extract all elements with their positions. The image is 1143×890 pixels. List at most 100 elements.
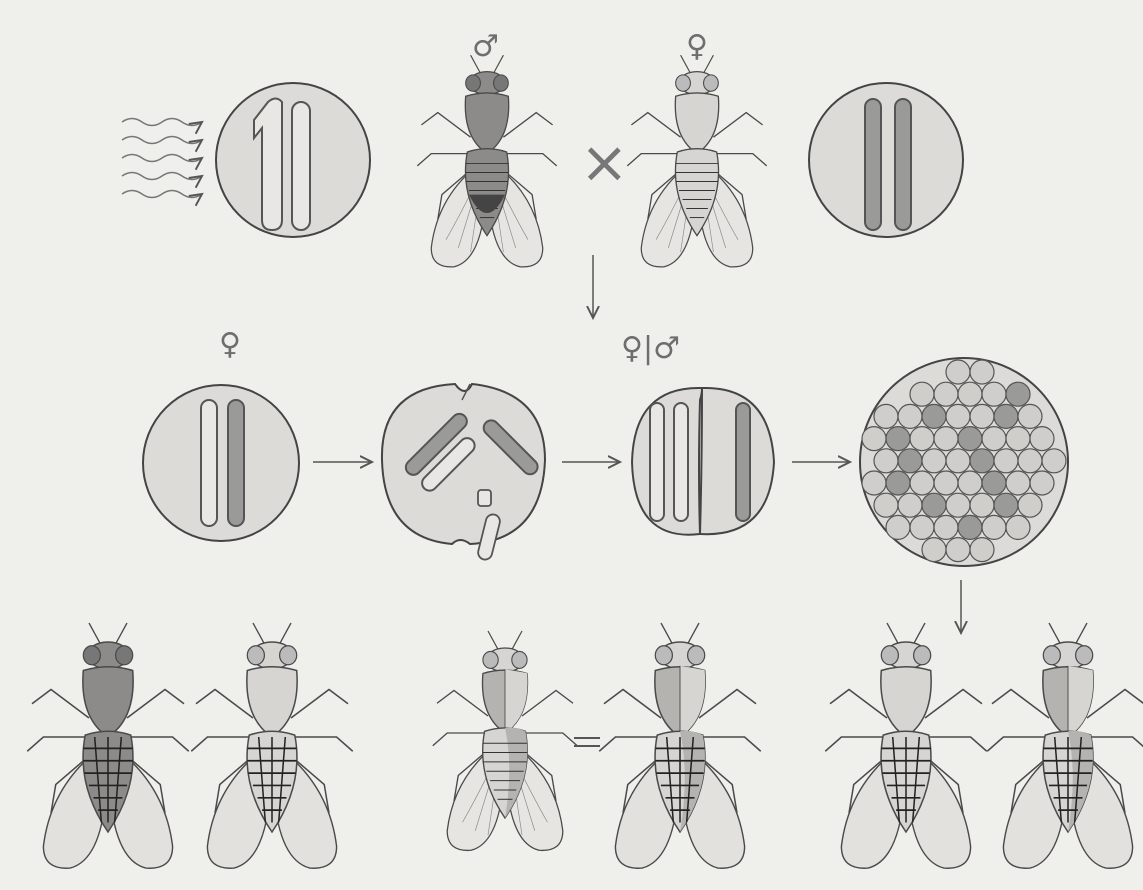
fly-leg xyxy=(715,154,767,166)
parent-fly-male xyxy=(417,55,556,267)
twin-cells xyxy=(632,388,774,535)
fly-leg xyxy=(1089,737,1143,751)
clone-cell xyxy=(970,404,994,428)
clone-cell-mass xyxy=(860,358,1068,566)
fly-leg xyxy=(127,690,184,719)
clone-cell xyxy=(910,427,934,451)
clone-cell xyxy=(1006,515,1030,539)
clone-cell xyxy=(874,493,898,517)
fly-leg xyxy=(196,690,253,719)
fly-eye xyxy=(247,646,264,665)
parent-fly-female xyxy=(627,55,766,267)
clone-cell xyxy=(922,538,946,562)
clone-cell xyxy=(934,471,958,495)
fly-leg xyxy=(129,737,189,751)
fly-eye xyxy=(83,646,100,665)
fly-eye xyxy=(483,651,498,668)
clone-cell xyxy=(1030,471,1054,495)
fly-leg xyxy=(522,691,573,717)
fly-eye xyxy=(116,646,133,665)
clone-cell xyxy=(970,493,994,517)
cross-symbol: × xyxy=(580,128,629,196)
clone-cell xyxy=(1006,382,1030,406)
clone-cell xyxy=(946,360,970,384)
clone-cell xyxy=(1006,471,1030,495)
clone-cell xyxy=(886,471,910,495)
female-symbol-top: ♀ xyxy=(686,29,708,64)
dividing-cell xyxy=(382,384,545,561)
fly-eye xyxy=(914,646,931,665)
clone-cell xyxy=(1042,449,1066,473)
fly-leg xyxy=(421,113,470,138)
clone-cell xyxy=(946,449,970,473)
equals-sign xyxy=(574,738,600,746)
clone-cell xyxy=(862,427,886,451)
fly-leg xyxy=(992,690,1049,719)
clone-cell xyxy=(874,404,898,428)
clone-cell xyxy=(994,449,1018,473)
clone-cell xyxy=(1018,404,1042,428)
clone-cell xyxy=(1030,427,1054,451)
clone-cell xyxy=(886,427,910,451)
clone-cell xyxy=(982,427,1006,451)
clone-cell xyxy=(910,471,934,495)
fly-leg xyxy=(825,737,885,751)
fly-leg xyxy=(191,737,251,751)
heterozygous-cell xyxy=(143,385,299,541)
clone-cell xyxy=(922,404,946,428)
fly-eye xyxy=(688,646,705,665)
female-male-symbol: ♀|♂ xyxy=(621,331,680,366)
clone-cell xyxy=(970,538,994,562)
chromosome-intact xyxy=(292,102,310,230)
clone-cell xyxy=(922,449,946,473)
fly-eye xyxy=(881,646,898,665)
clone-cell xyxy=(874,449,898,473)
fly-leg xyxy=(604,690,661,719)
fly-leg xyxy=(291,690,348,719)
irradiated-cell xyxy=(216,83,370,237)
fly-leg xyxy=(293,737,353,751)
fly-eye xyxy=(280,646,297,665)
offspring-fly-mosaic xyxy=(433,631,578,850)
fly-thorax xyxy=(465,93,508,154)
clone-cell xyxy=(934,382,958,406)
clone-cell xyxy=(970,449,994,473)
clone-cell xyxy=(1018,449,1042,473)
offspring-fly-mosaic-schematic xyxy=(599,623,761,868)
fly-leg xyxy=(599,737,659,751)
offspring-fly-light xyxy=(191,623,353,868)
fly-leg xyxy=(1087,690,1143,719)
fly-leg xyxy=(631,113,680,138)
normal-cell xyxy=(809,83,963,237)
fly-leg xyxy=(830,690,887,719)
fly-leg xyxy=(437,691,488,717)
fly-thorax xyxy=(247,667,297,737)
fly-eye xyxy=(494,75,509,91)
fly-leg xyxy=(27,737,87,751)
clone-cell xyxy=(898,404,922,428)
fly-leg xyxy=(627,154,679,166)
clone-cell xyxy=(910,515,934,539)
clone-cell xyxy=(970,360,994,384)
fly-leg xyxy=(503,113,552,138)
male-symbol-top: ♂ xyxy=(472,29,499,64)
clone-cell xyxy=(1018,493,1042,517)
fly-eye xyxy=(1043,646,1060,665)
fly-leg xyxy=(32,690,89,719)
fly-leg xyxy=(524,733,578,746)
fly-leg xyxy=(699,690,756,719)
fly-leg xyxy=(927,737,987,751)
fly-thorax xyxy=(83,667,133,737)
offspring-fly-mosaic-2 xyxy=(987,623,1143,868)
fly-leg xyxy=(713,113,762,138)
clone-cell xyxy=(982,471,1006,495)
fly-thorax xyxy=(675,93,718,154)
fly-eye xyxy=(704,75,719,91)
fly-eye xyxy=(1076,646,1093,665)
offspring-fly-light-2 xyxy=(825,623,987,868)
fly-leg xyxy=(701,737,761,751)
fly-leg xyxy=(987,737,1047,751)
clone-cell xyxy=(958,471,982,495)
fly-eye xyxy=(466,75,481,91)
